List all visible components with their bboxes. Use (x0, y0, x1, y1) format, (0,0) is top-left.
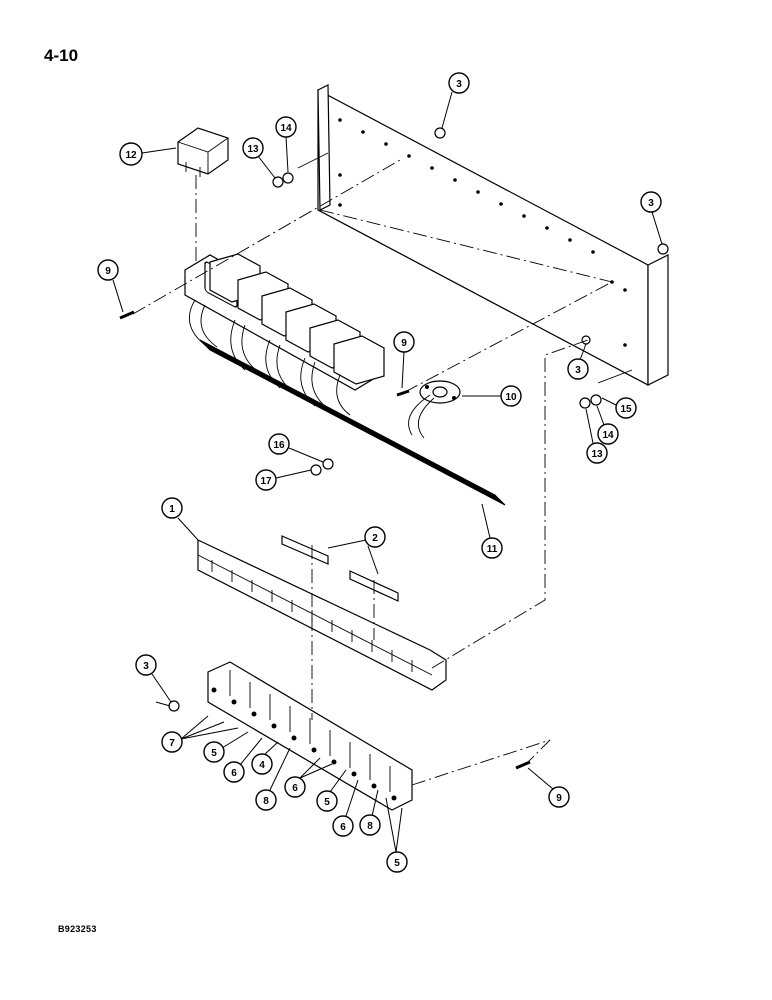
callout-10: 10 (505, 392, 517, 403)
callout-3: 3 (143, 661, 149, 672)
callout-1: 1 (169, 504, 175, 515)
callout-3: 3 (575, 365, 581, 376)
relay-part-12 (177, 127, 229, 177)
nuts-washers (168, 127, 669, 712)
callout-15: 15 (620, 404, 632, 415)
callout-14: 14 (602, 430, 614, 441)
callout-6: 6 (340, 822, 346, 833)
callout-16: 16 (273, 440, 285, 451)
callout-8: 8 (367, 821, 373, 832)
callout-4: 4 (259, 760, 265, 771)
callout-2: 2 (372, 533, 378, 544)
callout-5: 5 (324, 797, 330, 808)
callout-3: 3 (456, 79, 462, 90)
callout-3: 3 (648, 198, 654, 209)
callout-11: 11 (487, 544, 498, 555)
callout-14: 14 (280, 123, 292, 134)
comb-bracket-part-1 (197, 539, 447, 691)
callout-5: 5 (211, 748, 217, 759)
callout-9: 9 (401, 338, 407, 349)
relay-block (184, 253, 506, 506)
assembly-centerlines (132, 159, 613, 786)
callouts: 3 3 3 3 12 13 14 9 9 10 15 14 (97, 72, 663, 873)
callout-13: 13 (591, 449, 603, 460)
callout-12: 12 (125, 150, 137, 161)
callout-9: 9 (556, 793, 562, 804)
callout-6: 6 (292, 783, 298, 794)
callout-17: 17 (260, 476, 272, 487)
callout-6: 6 (231, 768, 237, 779)
page-number: 4-10 (44, 46, 79, 65)
callout-13: 13 (247, 144, 259, 155)
callout-9: 9 (105, 266, 111, 277)
callout-8: 8 (263, 796, 269, 807)
callout-5: 5 (394, 858, 400, 869)
circuit-breaker-block (207, 661, 413, 811)
connector-part-10 (408, 380, 461, 439)
fasteners (119, 152, 633, 770)
figure-code: B923253 (58, 924, 97, 934)
mounting-panel (317, 84, 669, 386)
callout-7: 7 (169, 738, 175, 749)
